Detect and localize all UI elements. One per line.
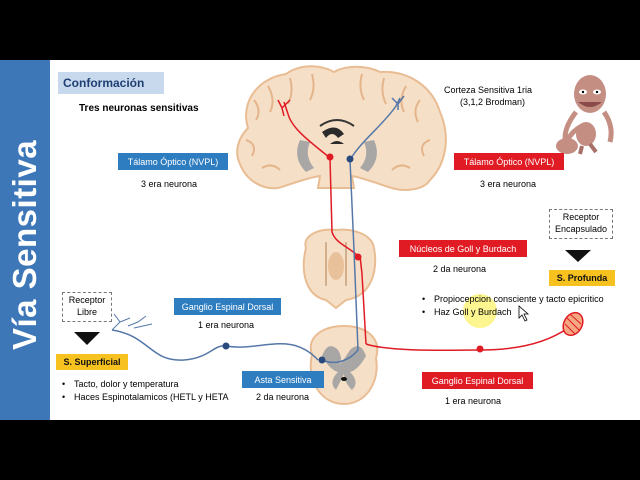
arrow-down-icon [74, 332, 100, 345]
right-ganglion-neuron: 1 era neurona [445, 396, 502, 406]
medulla-section [302, 228, 377, 310]
free-receptor [111, 313, 153, 331]
superficial-sensitivity-label: S. Superficial [56, 354, 128, 370]
cortical-homunculus-icon [556, 75, 614, 155]
cortex-brodmann: (3,1,2 Brodman) [460, 97, 526, 107]
brain-section [236, 65, 447, 191]
sidebar: Vía Sensitiva [0, 60, 50, 420]
horn-neuron: 2 da neurona [256, 392, 310, 402]
neuroanatomy-illustration [74, 65, 614, 406]
bullet-item: Tacto, dolor y temperatura [60, 378, 229, 391]
encapsulated-receptor-label: Receptor Encapsulado [549, 209, 613, 239]
right-thalamus-neuron: 3 era neurona [480, 179, 537, 189]
section-title: Conformación [58, 72, 164, 94]
red-cortex-neuron [277, 99, 291, 117]
red-pathway-nodes [326, 153, 484, 353]
horn-label: Asta Sensitiva [242, 371, 324, 388]
free-receptor-label: Receptor Libre [62, 292, 112, 322]
right-ganglion-label: Ganglio Espinal Dorsal [422, 372, 533, 389]
section-subtitle: Tres neuronas sensitivas [79, 103, 199, 114]
arrow-down-icon [565, 250, 591, 262]
deep-sensitivity-label: S. Profunda [549, 270, 615, 286]
slide: Vía Sensitiva [0, 60, 640, 420]
superficial-bullets: Tacto, dolor y temperatura Haces Espinot… [60, 378, 229, 404]
left-thalamus-label: Tálamo Óptico (NVPL) [118, 153, 228, 170]
spinal-cord-section [309, 324, 379, 406]
blue-cortex-neuron [391, 95, 405, 110]
bullet-item: Haces Espinotalamicos (HETL y HETA [60, 391, 229, 404]
nuclei-neuron: 2 da neurona [433, 264, 487, 274]
blue-pathway-nodes [222, 155, 354, 364]
bullet-item: Propiocepcion consciente y tacto epicrit… [420, 293, 604, 306]
bullet-item: Haz Goll y Burdach [420, 306, 604, 319]
cortex-label: Corteza Sensitiva 1ria [444, 85, 533, 95]
blue-pathway [111, 97, 401, 364]
left-ganglion-neuron: 1 era neurona [198, 320, 255, 330]
nuclei-label: Núcleos de Goll y Burdach [399, 240, 527, 257]
left-thalamus-neuron: 3 era neurona [141, 179, 198, 189]
right-thalamus-label: Tálamo Óptico (NVPL) [454, 153, 564, 170]
left-ganglion-label: Ganglio Espinal Dorsal [174, 298, 281, 315]
deep-bullets: Propiocepcion consciente y tacto epicrit… [420, 293, 604, 319]
